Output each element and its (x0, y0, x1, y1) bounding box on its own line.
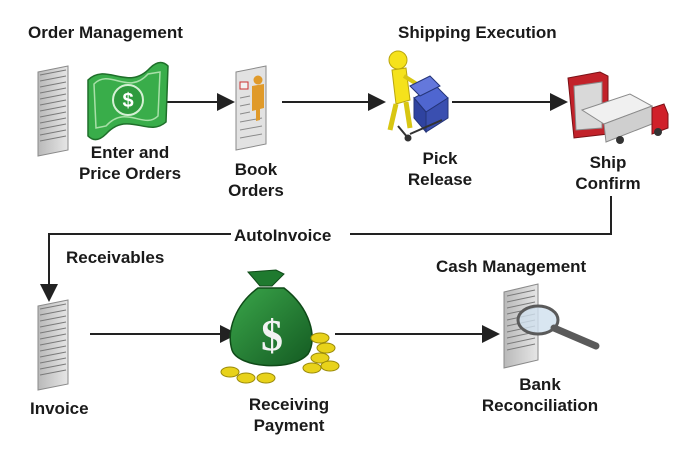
step-invoice: Invoice (30, 399, 89, 418)
connector-label-autoinvoice: AutoInvoice (231, 225, 335, 246)
money-bag-icon: $ (220, 269, 340, 384)
section-header-receivables: Receivables (66, 248, 165, 267)
step-enter-price-orders: Enter and Price Orders (60, 142, 200, 184)
arrow-autoinvoice-path-left (40, 233, 232, 302)
step-label-line: Pick (422, 149, 458, 168)
document-icon (37, 65, 69, 157)
step-receiving-payment: Receiving Payment (234, 394, 344, 436)
step-label-line: Price Orders (78, 164, 182, 183)
section-header-shipping-execution: Shipping Execution (398, 23, 557, 42)
ship-confirm-icon (567, 71, 669, 144)
section-header-order-management: Order Management (28, 23, 183, 42)
invoice-document-icon (37, 299, 69, 391)
step-ship-confirm: Ship Confirm (568, 152, 648, 194)
dollar-sign: $ (261, 311, 283, 360)
step-label-line: Confirm (575, 174, 641, 193)
step-label-line: Reconciliation (481, 396, 599, 415)
step-label-line: Payment (253, 416, 325, 435)
arrow-autoinvoice-path (350, 196, 612, 235)
step-label-line: Orders (228, 181, 284, 200)
bank-reconciliation-icon (503, 283, 600, 369)
connector-arrows (40, 93, 612, 343)
step-label-line: Receiving (248, 395, 330, 414)
order-form-icon (235, 65, 267, 151)
step-label-line: Book (234, 160, 278, 179)
step-label-line: Bank (519, 375, 561, 394)
step-bank-reconciliation: Bank Reconciliation (468, 374, 612, 416)
pick-release-icon (387, 50, 449, 142)
step-label-line: Enter and (90, 143, 170, 162)
step-book-orders: Book Orders (216, 159, 296, 201)
step-label-line: Release (407, 170, 473, 189)
dollar-sign: $ (122, 90, 133, 112)
section-header-cash-management: Cash Management (436, 257, 587, 276)
money-icon: $ (87, 61, 169, 141)
step-pick-release: Pick Release (400, 148, 480, 190)
step-label-line: Ship (589, 153, 627, 172)
